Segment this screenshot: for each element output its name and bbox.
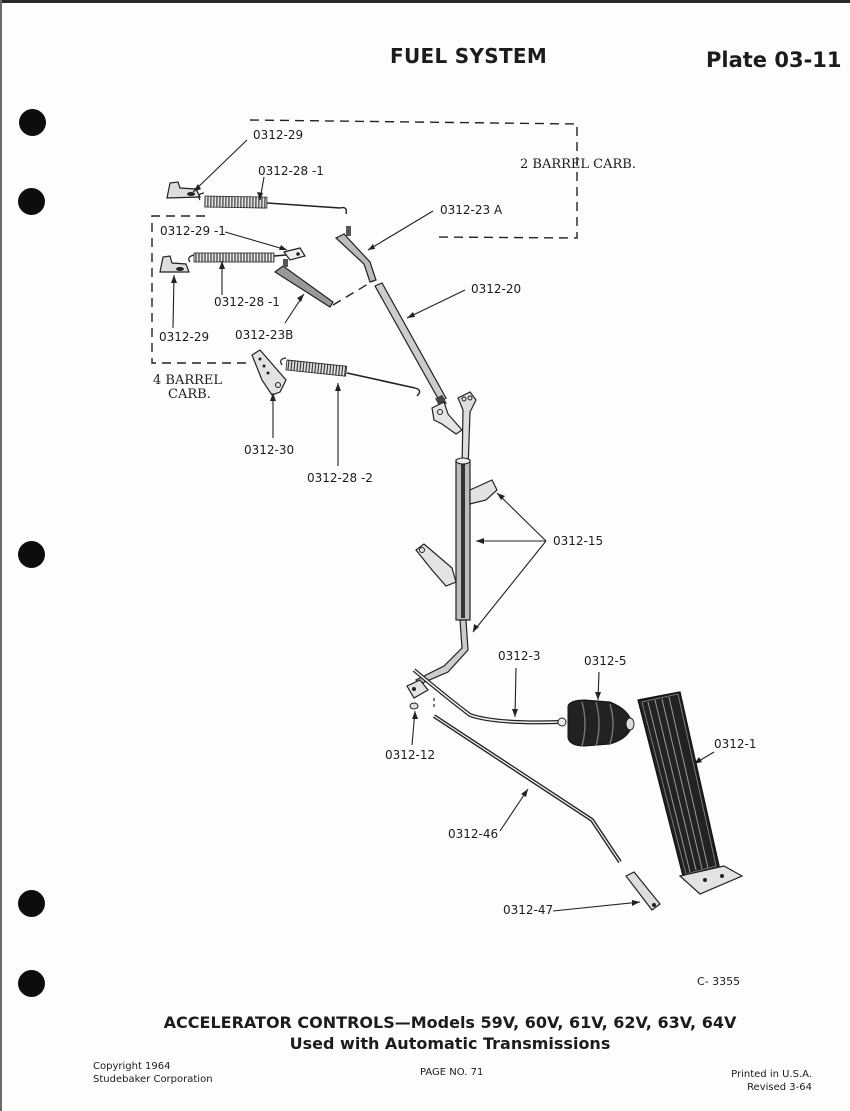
callout-0312-47: 0312-47 [503,903,553,917]
punch-hole [18,970,45,997]
part-0312-30-bracket [251,349,287,396]
four-barrel-carb-label-line2: CARB. [168,387,211,402]
four-barrel-group-outline [151,215,374,364]
print-info-block: Printed in U.S.A. Revised 3-64 [731,1068,812,1094]
printed-in: Printed in U.S.A. [731,1069,812,1080]
part-0312-29-bracket-top [166,181,201,199]
callout-0312-30: 0312-30 [244,443,294,457]
callout-0312-23b: 0312-23B [235,328,293,342]
two-barrel-group-outline [249,119,578,239]
part-0312-28-1-spring-top [198,192,348,215]
part-0312-28-1-spring-mid [188,252,287,263]
part-0312-47-clevis [625,871,661,911]
part-0312-5-boot [567,699,635,747]
part-0312-15-shaft-assembly [414,391,498,685]
page-left-edge [0,0,2,1111]
copyright-holder: Studebaker Corporation [93,1074,213,1085]
revision-date: Revised 3-64 [747,1082,812,1093]
caption-title: ACCELERATOR CONTROLS—Models 59V, 60V, 61… [163,1013,737,1032]
callout-0312-46: 0312-46 [448,827,498,841]
callout-0312-15: 0312-15 [553,534,603,548]
section-title: FUEL SYSTEM [390,44,548,68]
callout-0312-28-2: 0312-28 -2 [307,471,373,485]
copyright-block: Copyright 1964 Studebaker Corporation [93,1060,213,1086]
callout-0312-1: 0312-1 [714,737,757,751]
part-0312-3-rod [412,668,567,727]
figure-reference: C- 3355 [697,975,741,988]
callout-0312-23a: 0312-23 A [440,203,503,217]
callout-0312-20: 0312-20 [471,282,521,296]
copyright-year: Copyright 1964 [93,1061,171,1072]
part-0312-29-bracket-mid [159,255,190,273]
part-0312-1-accelerator-pedal [637,691,744,895]
part-0312-23b-lever [273,259,334,308]
two-barrel-carb-label: 2 BARREL CARB. [520,157,636,172]
page-top-edge [0,0,850,3]
punch-hole [18,890,45,917]
part-0312-23a-lever [334,226,377,283]
part-0312-20-rod [374,282,447,408]
punch-hole [18,188,45,215]
callout-0312-28-1-mid: 0312-28 -1 [214,295,280,309]
callout-0312-5: 0312-5 [584,654,627,668]
part-0312-29-1-plate [282,247,306,261]
callout-0312-29-top: 0312-29 [253,128,303,142]
callout-0312-28-1-top: 0312-28 -1 [258,164,324,178]
callout-0312-29-mid: 0312-29 [159,330,209,344]
callout-0312-29-1: 0312-29 -1 [160,224,226,238]
punch-hole [19,109,46,136]
part-0312-28-2-spring [280,357,421,397]
part-0312-46-rod [432,698,622,864]
part-0312-12-washer [406,679,429,710]
callout-0312-12: 0312-12 [385,748,435,762]
caption-subtitle: Used with Automatic Transmissions [289,1034,611,1053]
callout-0312-3: 0312-3 [498,649,541,663]
punch-hole [18,541,45,568]
plate-number: Plate 03-11 [706,48,842,72]
leader-arrowheads [171,184,702,906]
page-number: PAGE NO. 71 [420,1067,484,1078]
four-barrel-carb-label-line1: 4 BARREL [153,373,222,388]
